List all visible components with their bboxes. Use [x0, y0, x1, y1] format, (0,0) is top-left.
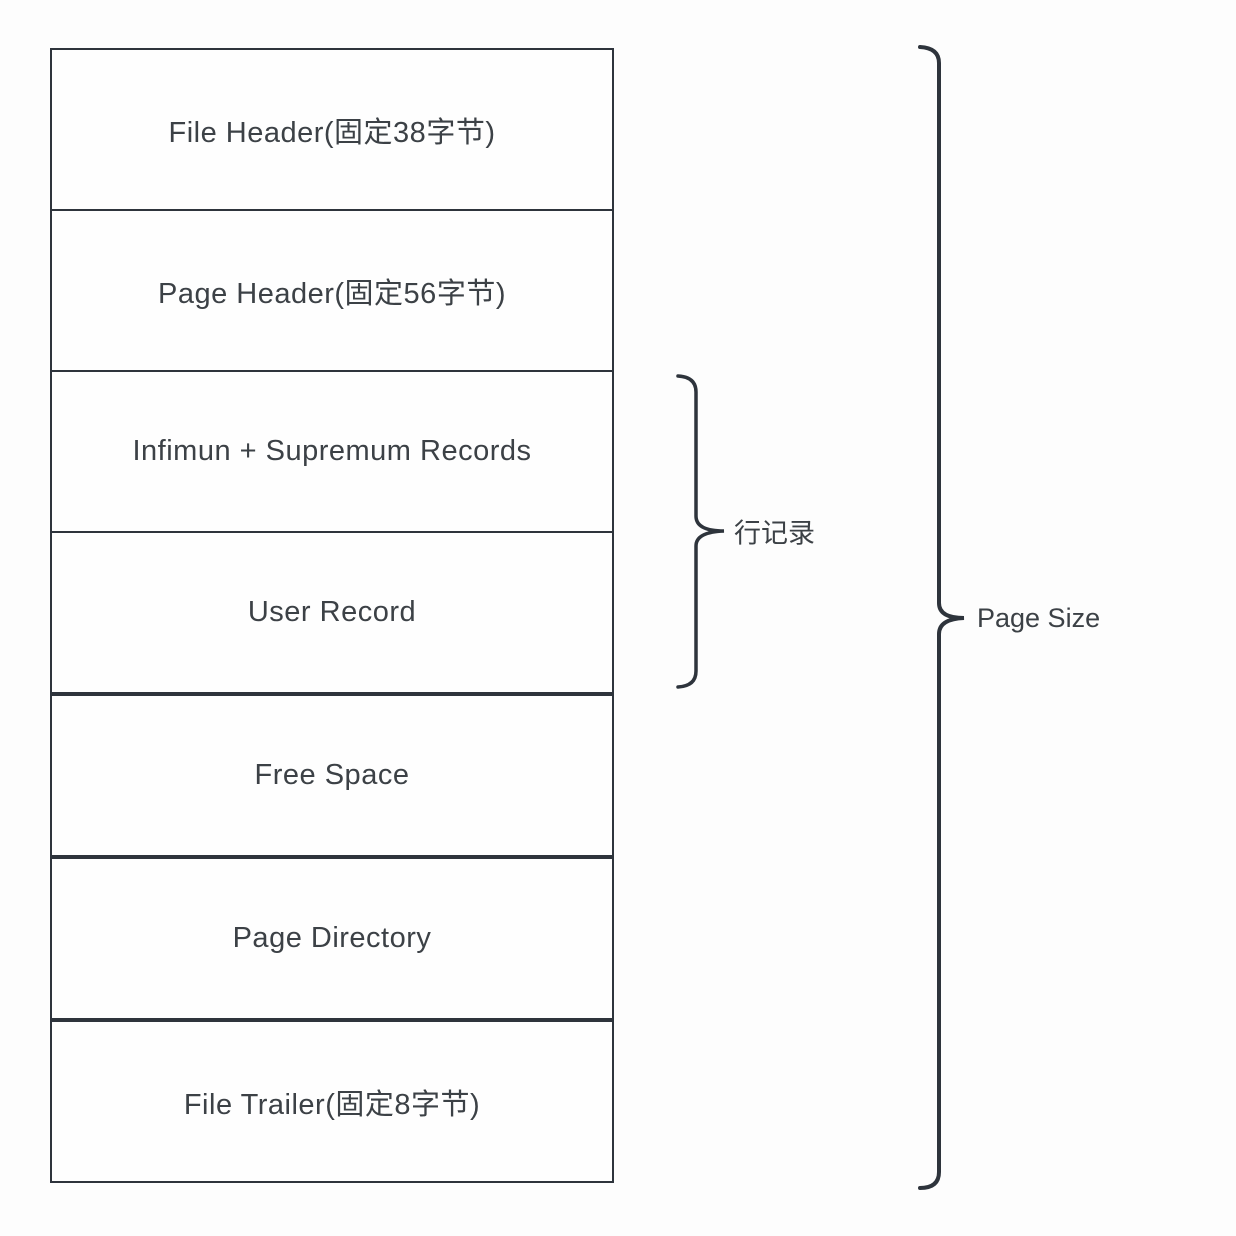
page-size-brace	[918, 45, 965, 1190]
box-free-space-label: Free Space	[254, 759, 410, 791]
page-structure-stack: File Header(固定38字节) Page Header(固定56字节) …	[50, 48, 614, 1183]
box-file-header-label: File Header(固定38字节)	[168, 116, 496, 149]
row-records-label: 行记录	[734, 518, 815, 549]
box-user-record: User Record	[50, 531, 614, 694]
box-page-header-label: Page Header(固定56字节)	[158, 277, 506, 310]
box-infimum-supremum-records-label: Infimun + Supremum Records	[132, 435, 532, 467]
box-file-header: File Header(固定38字节)	[50, 48, 614, 211]
box-page-header: Page Header(固定56字节)	[50, 209, 614, 372]
page-size-label: Page Size	[977, 602, 1101, 633]
box-file-trailer-label: File Trailer(固定8字节)	[183, 1088, 481, 1121]
box-infimum-supremum-records: Infimun + Supremum Records	[50, 370, 614, 533]
row-records-brace	[676, 374, 725, 689]
box-page-directory-label: Page Directory	[232, 922, 432, 954]
box-free-space: Free Space	[50, 694, 614, 857]
box-user-record-label: User Record	[247, 596, 417, 628]
box-page-directory: Page Directory	[50, 857, 614, 1020]
box-file-trailer: File Trailer(固定8字节)	[50, 1020, 614, 1183]
